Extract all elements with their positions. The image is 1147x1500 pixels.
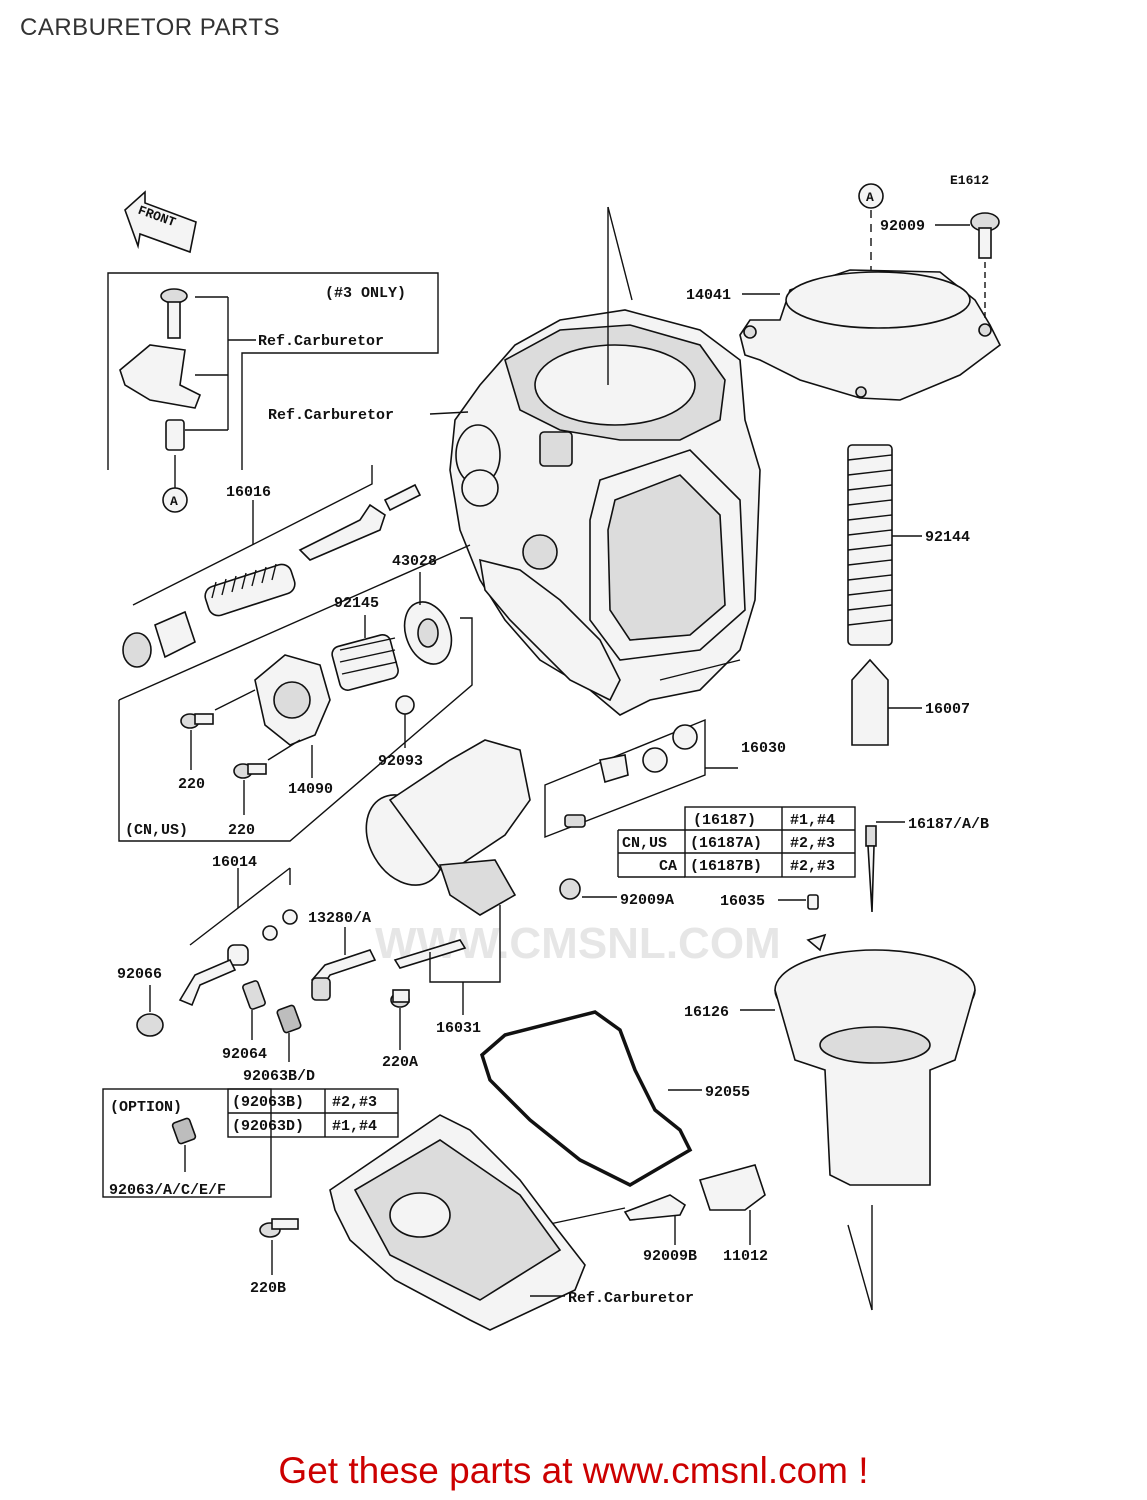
- diagram-code: E1612: [950, 173, 989, 188]
- part-92009a: [559, 878, 581, 900]
- label-220a: 220A: [382, 1054, 418, 1071]
- promo-link[interactable]: Get these parts at www.cmsnl.com !: [278, 1450, 869, 1491]
- jet-table-cyl-0: #2,#3: [332, 1094, 377, 1111]
- part-14041-cap: [739, 269, 1002, 401]
- ref-marker-a-right: A: [866, 190, 874, 205]
- watermark-text: WWW.CMSNL.COM: [375, 919, 781, 968]
- label-92144: 92144: [925, 529, 970, 546]
- needle-table-region-1: CN,US: [622, 835, 667, 852]
- part-16016-plunger: [122, 483, 422, 668]
- needle-table-part-0: (16187): [693, 812, 756, 829]
- part-220-screw-2: [233, 763, 267, 779]
- box-3-only: (#3 ONLY) Ref.Carburetor A: [107, 272, 439, 513]
- label-14041: 14041: [686, 287, 731, 304]
- part-pilot-screw: [178, 958, 237, 1007]
- part-92064-jet: [242, 980, 266, 1010]
- label-92063bd: 92063B/D: [243, 1068, 315, 1085]
- spring-small-icon: [227, 944, 249, 966]
- needle-table-cyl-1: #2,#3: [790, 835, 835, 852]
- ref-carburetor-mid: Ref.Carburetor: [268, 407, 394, 424]
- part-16007-holder: [851, 658, 889, 746]
- needle-table-part-1: (16187A): [690, 835, 762, 852]
- part-220b-screw: [259, 1218, 299, 1238]
- part-13280-screw: [310, 949, 377, 1001]
- part-220-screw-1: [180, 713, 214, 729]
- label-13280: 13280/A: [308, 910, 371, 927]
- box-option: (OPTION) 92063/A/C/E/F: [102, 1088, 272, 1199]
- ref-carburetor-bottom: Ref.Carburetor: [568, 1290, 694, 1307]
- label-16187: 16187/A/B: [908, 816, 989, 833]
- box-option-title: (OPTION): [110, 1099, 182, 1116]
- label-16035: 16035: [720, 893, 765, 910]
- needle-jet-table: [617, 806, 856, 878]
- label-92009a: 92009A: [620, 892, 674, 909]
- jet-table-cyl-1: #1,#4: [332, 1118, 377, 1135]
- label-16014: 16014: [212, 854, 257, 871]
- label-16126: 16126: [684, 1004, 729, 1021]
- label-92093: 92093: [378, 753, 423, 770]
- needle-table-part-2: (16187B): [690, 858, 762, 875]
- label-14090: 14090: [288, 781, 333, 798]
- label-220-2: 220: [228, 822, 255, 839]
- part-11012: [698, 1164, 766, 1211]
- float-bowl: [329, 1114, 586, 1331]
- part-92009-screw: [970, 212, 1000, 259]
- label-16031: 16031: [436, 1020, 481, 1037]
- box-3-only-title: (#3 ONLY): [325, 285, 406, 302]
- part-16126-piston: [774, 933, 976, 1186]
- part-14090-cover: [254, 654, 331, 746]
- label-16030: 16030: [741, 740, 786, 757]
- carburetor-exploded-diagram: WWW.CMSNL.COM E1612 FRONT (#3 ONLY) Ref.…: [102, 173, 1002, 1331]
- jet-table-part-1: (92063D): [232, 1118, 304, 1135]
- label-92055: 92055: [705, 1084, 750, 1101]
- part-43028-diaphragm: [403, 601, 453, 665]
- label-92009: 92009: [880, 218, 925, 235]
- part-220a-screw: [390, 989, 410, 1008]
- label-92145: 92145: [334, 595, 379, 612]
- needle-table-cyl-2: #2,#3: [790, 858, 835, 875]
- part-16035: [807, 894, 819, 910]
- front-arrow-icon: FRONT: [124, 190, 197, 254]
- ref-marker-a-left: A: [170, 494, 178, 509]
- label-92064: 92064: [222, 1046, 267, 1063]
- carburetor-body: [449, 309, 761, 716]
- label-16007: 16007: [925, 701, 970, 718]
- part-92144-spring: [847, 444, 893, 646]
- label-43028: 43028: [392, 553, 437, 570]
- box-cn-us: (CN,US): [118, 544, 473, 842]
- intake-funnel: [365, 739, 531, 916]
- label-220-1: 220: [178, 776, 205, 793]
- box-cn-us-title: (CN,US): [125, 822, 188, 839]
- part-92063bd-jet: [276, 1004, 302, 1034]
- washer-icon: [262, 925, 278, 941]
- o-ring-icon: [282, 909, 298, 925]
- part-92145-spring: [331, 633, 399, 691]
- needle-table-cyl-0: #1,#4: [790, 812, 835, 829]
- label-92009b: 92009B: [643, 1248, 697, 1265]
- part-92093: [395, 695, 415, 715]
- label-220b: 220B: [250, 1280, 286, 1297]
- main-jet-table: [227, 1088, 399, 1138]
- part-16187-needle: [865, 825, 877, 913]
- jet-table-part-0: (92063B): [232, 1094, 304, 1111]
- box-option-part: 92063/A/C/E/F: [109, 1182, 226, 1199]
- box-3-only-ref: Ref.Carburetor: [258, 333, 384, 350]
- needle-table-region-2: CA: [659, 858, 677, 875]
- page-title: CARBURETOR PARTS: [20, 14, 281, 41]
- label-11012: 11012: [723, 1248, 768, 1265]
- box-16030: [544, 718, 738, 839]
- part-92066-plug: [136, 1013, 164, 1037]
- part-92009b-screw: [623, 1194, 687, 1221]
- part-92055-gasket: [479, 1010, 693, 1187]
- label-16016: 16016: [226, 484, 271, 501]
- label-92066: 92066: [117, 966, 162, 983]
